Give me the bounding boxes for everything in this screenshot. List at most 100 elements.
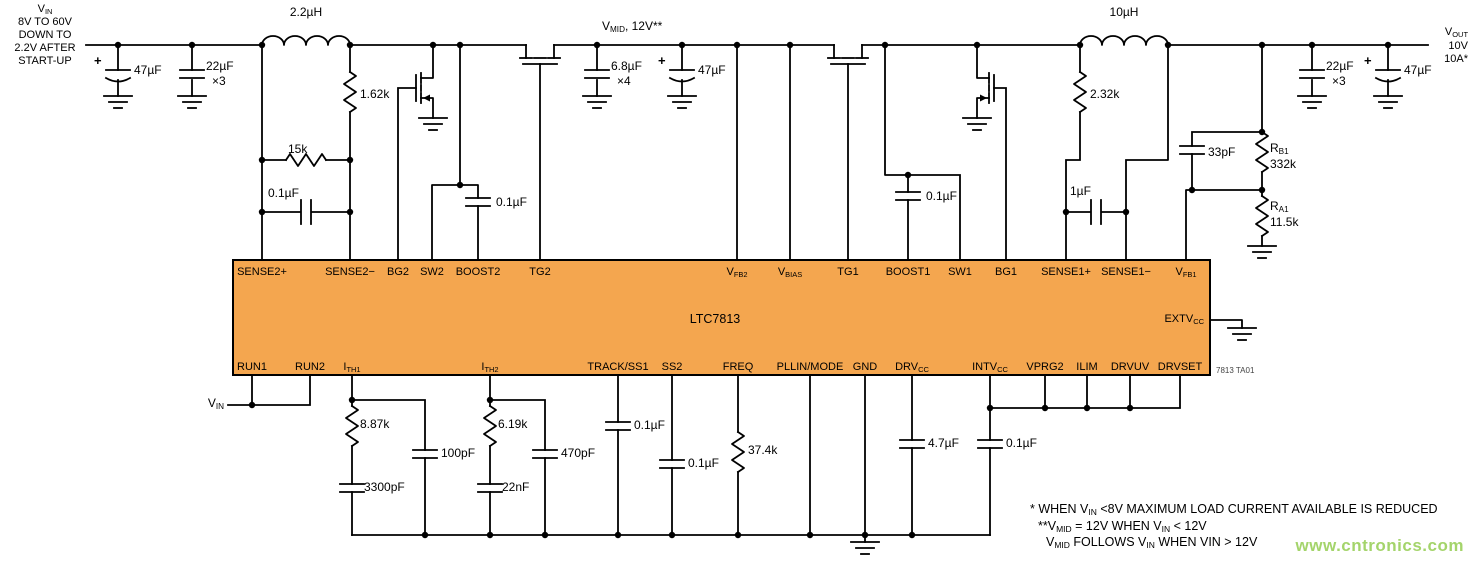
- cap-value: 0.1µF: [268, 186, 299, 200]
- resistor-value: 15k: [288, 142, 308, 156]
- ic-body: [232, 259, 1211, 376]
- pin-bg1: BG1: [994, 266, 1018, 278]
- input-cap-47uf: [103, 44, 133, 109]
- freq-resistor: [731, 374, 745, 536]
- pin-bg2: BG2: [386, 266, 410, 278]
- junction-dots: [114, 41, 1392, 539]
- cap-value: 0.1µF: [688, 456, 719, 470]
- plus-sign: +: [1364, 53, 1372, 68]
- vout-label: VOUT: [1444, 26, 1468, 39]
- output-cap-47uf: [1373, 44, 1403, 109]
- inductor-l2: [261, 35, 351, 46]
- pin-sw1: SW1: [948, 266, 972, 278]
- footnote-1: * WHEN VIN <8V MAXIMUM LOAD CURRENT AVAI…: [1030, 502, 1438, 518]
- cap-mult: ×4: [617, 74, 631, 88]
- pin-sense2-plus: SENSE2+: [237, 266, 287, 278]
- cap-value: 22µF: [1326, 59, 1354, 73]
- extvcc-ground: [1209, 319, 1257, 341]
- mosfet-bg2: [397, 44, 448, 261]
- sw1-boost1-network: [884, 44, 961, 261]
- pin-run2: RUN2: [295, 361, 325, 373]
- pin-pllin-mode: PLLIN/MODE: [776, 361, 844, 373]
- sense1-network: [1065, 44, 1169, 261]
- cap-value: 0.1µF: [634, 418, 665, 432]
- pin-sw2: SW2: [420, 266, 444, 278]
- drvcc-cap: [899, 374, 925, 536]
- pin-vfb1: VFB1: [1175, 266, 1197, 279]
- vmid-label: VMID, 12V**: [602, 19, 663, 35]
- pin-tg2: TG2: [529, 266, 551, 278]
- pin-boost2: BOOST2: [455, 266, 501, 278]
- mosfet-tg2: [519, 44, 561, 261]
- resistor-name: RB1: [1270, 141, 1289, 157]
- run-vin-label: VIN: [207, 396, 224, 412]
- cap-value: 47µF: [698, 63, 726, 77]
- cap-value: 470pF: [561, 446, 596, 460]
- mosfet-bg1: [962, 44, 1007, 261]
- ic-part-number: LTC7813: [689, 312, 741, 326]
- mosfet-tg1: [827, 44, 869, 261]
- pin-vbias: VBIAS: [777, 266, 803, 279]
- resistor-value: 2.32k: [1090, 87, 1120, 101]
- cap-value: 22µF: [206, 59, 234, 73]
- pin-tg1: TG1: [837, 266, 859, 278]
- pin-sense1-plus: SENSE1+: [1041, 266, 1091, 278]
- pin-ilim: ILIM: [1076, 361, 1098, 373]
- resistor-value: 11.5k: [1270, 215, 1299, 229]
- plus-sign: +: [658, 53, 666, 68]
- resistor-value: 332k: [1270, 157, 1297, 171]
- vmid-cap-6_8uf: [582, 44, 612, 109]
- cap-value: 6.8µF: [611, 59, 642, 73]
- feedback-divider: [1179, 44, 1277, 261]
- pin-gnd: GND: [852, 361, 878, 373]
- cap-mult: ×3: [212, 74, 226, 88]
- resistor-name: RA1: [1270, 199, 1289, 215]
- pin-drvuv: DRVUV: [1110, 361, 1150, 373]
- ith2-network: [477, 374, 558, 536]
- pin-run1: RUN1: [237, 361, 267, 373]
- footnote-3: VMID FOLLOWS VIN WHEN VIN > 12V: [1046, 535, 1258, 551]
- cap-value: 100pF: [441, 446, 476, 460]
- footnote-2: **VMID = 12V WHEN VIN < 12V: [1038, 519, 1207, 535]
- resistor-value: 37.4k: [748, 443, 778, 457]
- plus-sign: +: [94, 53, 102, 68]
- vin-input-spec: VIN 8V TO 60V DOWN TO 2.2V AFTER START-U…: [2, 3, 88, 68]
- pin-ss2: SS2: [661, 361, 683, 373]
- figure-tag: 7813 TA01: [1216, 366, 1255, 375]
- inductor-l1: [1079, 35, 1169, 46]
- inductor-value: 10µH: [1109, 5, 1139, 19]
- cap-value: 0.1µF: [1006, 436, 1037, 450]
- pin-drvcc: DRVCC: [895, 361, 929, 374]
- ss2-cap: [659, 374, 685, 536]
- ss1-cap: [605, 374, 631, 536]
- resistor-value: 6.19k: [498, 417, 528, 431]
- pin-boost1: BOOST1: [885, 266, 931, 278]
- pin-extvcc: EXTVCC: [1164, 313, 1204, 326]
- cap-value: 4.7µF: [928, 436, 959, 450]
- pin-ith2: ITH2: [481, 361, 499, 374]
- cap-value: 22nF: [502, 480, 530, 494]
- input-cap-22uf: [177, 44, 207, 109]
- cap-value: 47µF: [134, 63, 162, 77]
- run-wires: [227, 374, 311, 406]
- pin-track-ss1: TRACK/SS1: [587, 361, 649, 373]
- pin-freq: FREQ: [722, 361, 754, 373]
- cap-value: 3300pF: [364, 480, 405, 494]
- cap-value: 0.1µF: [496, 195, 527, 209]
- vin-label: VIN: [37, 3, 53, 16]
- inductor-value: 2.2µH: [289, 5, 323, 19]
- sw2-boost2-network: [431, 44, 491, 261]
- cap-value: 0.1µF: [926, 189, 957, 203]
- watermark: www.cntronics.com: [1295, 536, 1464, 555]
- resistor-value: 8.87k: [360, 417, 390, 431]
- cap-value: 47µF: [1404, 63, 1432, 77]
- cap-mult: ×3: [1332, 74, 1346, 88]
- pin-sense2-minus: SENSE2−: [325, 266, 375, 278]
- vout-output-spec: VOUT 10V 10A*: [1408, 26, 1468, 67]
- cap-value: 33pF: [1208, 145, 1236, 159]
- cap-value: 1µF: [1070, 184, 1091, 198]
- vmid-cap-47uf: [667, 44, 697, 109]
- pin-drvset: DRVSET: [1157, 361, 1203, 373]
